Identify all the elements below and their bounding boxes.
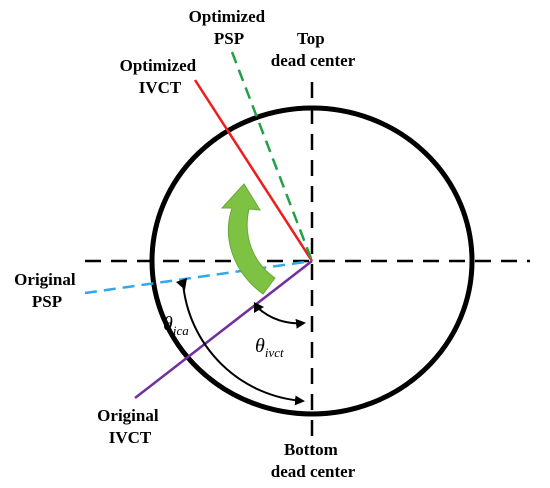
theta-ica-label: θica (163, 313, 189, 338)
theta-ivct-label: θivct (255, 335, 284, 360)
original-ivct-label: Original IVCT (97, 406, 163, 447)
rotation-arrow-icon (220, 183, 276, 295)
optimized-ivct-label: Optimized IVCT (120, 56, 201, 97)
theta-ivct-arrowhead-start (254, 302, 264, 313)
bottom-dead-center-label: Bottom dead center (271, 440, 356, 481)
theta-ica-arrowhead-start (176, 278, 187, 290)
theta-ivct-arc (257, 307, 306, 329)
optimized-ivct-line (193, 79, 314, 262)
original-psp-line (84, 259, 313, 295)
original-psp-label: Original PSP (14, 270, 80, 311)
original-ivct-line (134, 260, 313, 399)
theta-ica-arc (182, 282, 305, 406)
top-dead-center-label: Top dead center (271, 29, 356, 70)
optimized-psp-label: Optimized PSP (189, 7, 270, 48)
